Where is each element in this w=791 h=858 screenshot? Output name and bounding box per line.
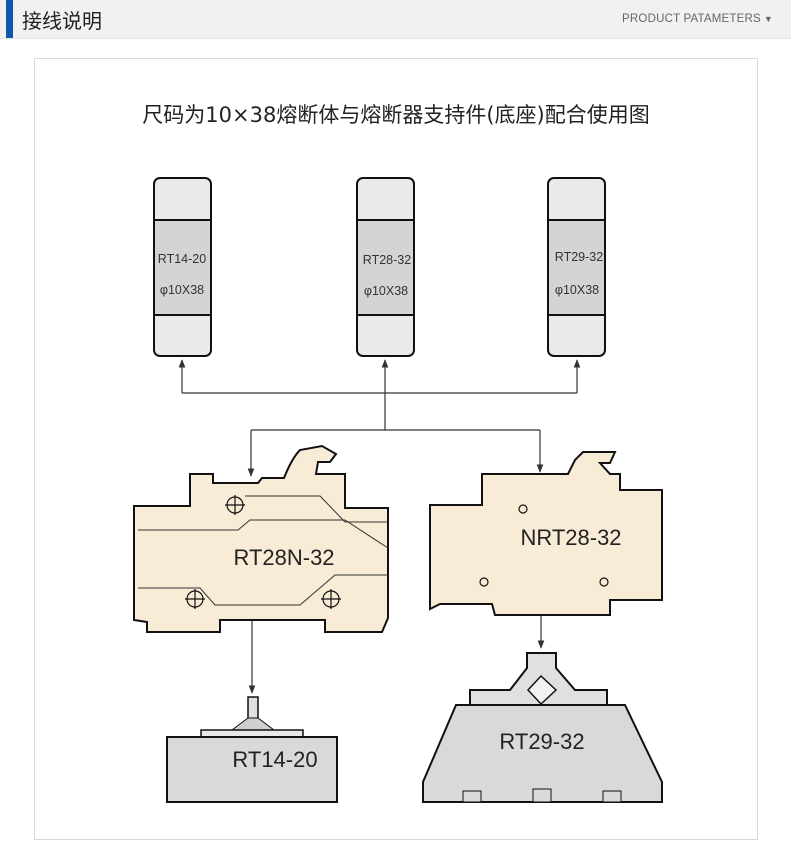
base-label: RT29-32 <box>499 729 584 754</box>
fuse-size: φ10X38 <box>160 283 204 297</box>
accent-bar <box>6 0 13 38</box>
triangle-down-icon: ▼ <box>763 14 773 24</box>
fuse-rt29-32: RT29-32 φ10X38 <box>547 177 606 357</box>
fuse-size: φ10X38 <box>555 283 599 297</box>
fuse-rt28-32: RT28-32 φ10X38 <box>356 177 415 357</box>
base-rt14-20: RT14-20 <box>166 696 338 803</box>
base-label: RT14-20 <box>232 747 317 772</box>
section-title: 接线说明 <box>22 9 102 33</box>
holder-label: NRT28-32 <box>520 525 621 550</box>
holder-rt28n-32: RT28N-32 <box>133 444 389 633</box>
holder-nrt28-32: NRT28-32 <box>429 451 663 616</box>
fuse-size: φ10X38 <box>364 284 408 298</box>
fuse-model: RT14-20 <box>158 252 206 266</box>
subtitle-text: PRODUCT PATAMETERS <box>622 13 761 25</box>
section-header: 接线说明 PRODUCT PATAMETERS▼ <box>0 0 791 39</box>
section-subtitle: PRODUCT PATAMETERS▼ <box>622 13 773 25</box>
fuse-model: RT28-32 <box>363 253 411 267</box>
holder-label: RT28N-32 <box>233 545 334 570</box>
fuse-model: RT29-32 <box>555 250 603 264</box>
base-rt29-32: RT29-32 <box>422 652 663 803</box>
fuse-rt14-20: RT14-20 φ10X38 <box>153 177 212 357</box>
diagram-title: 尺码为10×38熔断体与熔断器支持件(底座)配合使用图 <box>142 103 649 127</box>
